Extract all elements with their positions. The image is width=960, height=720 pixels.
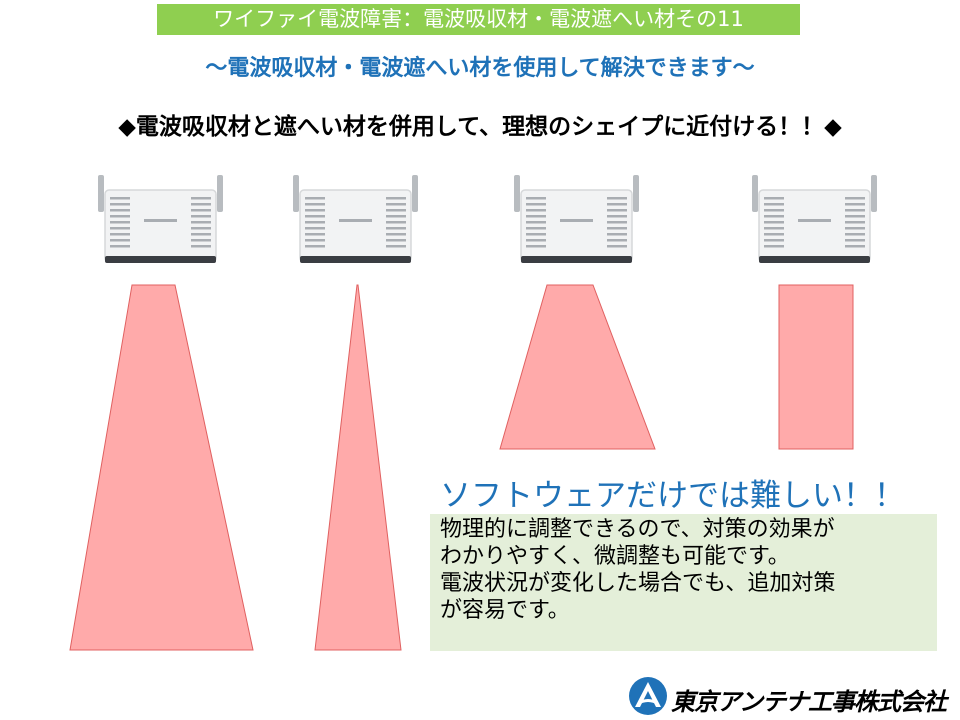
- title-banner: ワイファイ電波障害：電波吸収材・電波遮へい材その11: [157, 4, 800, 35]
- slide-subtitle: ～電波吸収材・電波遮へい材を使用して解決できます～: [205, 56, 755, 81]
- callout-line: が容易です。: [440, 598, 570, 623]
- slide-headline: ◆電波吸収材と遮へい材を併用して、理想のシェイプに近付ける！！◆: [118, 114, 842, 140]
- wifi-router-icon: [752, 175, 877, 263]
- slide-title: ワイファイ電波障害：電波吸収材・電波遮へい材その11: [213, 7, 744, 31]
- beam-shape-rectangle: [778, 284, 854, 450]
- wifi-router-icon: [514, 175, 639, 263]
- callout-line: 電波状況が変化した場合でも、追加対策: [440, 571, 836, 596]
- beam-shape-narrow: [314, 284, 402, 651]
- callout-heading: ソフトウェアだけでは難しい！！: [440, 478, 905, 514]
- beam-shape-wide: [69, 284, 254, 651]
- wifi-router-icon: [293, 175, 418, 263]
- callout-line: 物理的に調整できるので、対策の効果が: [440, 517, 835, 542]
- company-logo-icon: [629, 677, 667, 715]
- callout-line: わかりやすく、微調整も可能です。: [440, 544, 790, 569]
- wifi-router-icon: [98, 175, 223, 263]
- company-name: 東京アンテナ工事株式会社: [671, 688, 947, 716]
- beam-shape-shortened: [499, 284, 656, 450]
- company-logo: 東京アンテナ工事株式会社: [628, 676, 953, 716]
- callout-box: 物理的に調整できるので、対策の効果が わかりやすく、微調整も可能です。 電波状況…: [430, 514, 937, 651]
